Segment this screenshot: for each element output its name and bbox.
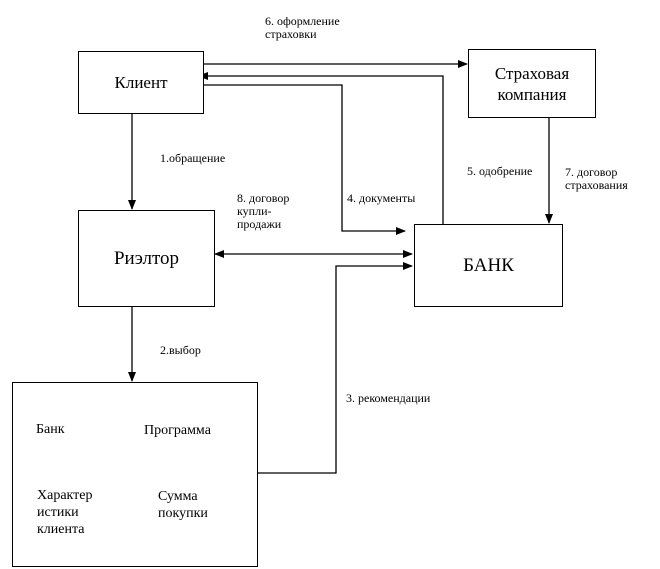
edge-label-5: 5. одобрение: [467, 164, 533, 178]
edge-label-4: 4. документы: [347, 191, 416, 205]
edge-selection-bank: [257, 262, 413, 474]
selection-characteristics-label: Характер истики клиента: [37, 488, 93, 537]
selection-bank-label: Банк: [36, 422, 65, 437]
edge-client-bank-documents: [203, 84, 406, 235]
bank-label: БАНК: [463, 255, 514, 276]
edge-label-7: 7. договор страхования: [565, 165, 628, 192]
edge-bank-client: [198, 72, 444, 224]
edge-label-2: 2.выбор: [160, 343, 201, 357]
edge-label-6: 6. оформление страховки: [265, 14, 340, 41]
selection-amount-label: Сумма покупки: [158, 489, 208, 521]
bank-box: БАНК: [414, 224, 563, 307]
insurer-box: Страховая компания: [468, 49, 596, 118]
edge-label-8: 8. договор купли- продажи: [237, 191, 290, 231]
edge-label-3: 3. рекомендации: [346, 391, 431, 405]
client-box: Клиент: [78, 51, 204, 114]
selection-program-label: Программа: [144, 423, 211, 438]
insurer-label: Страховая компания: [494, 63, 570, 104]
client-label: Клиент: [114, 73, 168, 92]
realtor-label: Риэлтор: [113, 248, 180, 269]
edge-label-1: 1.обращение: [160, 151, 226, 165]
selection-box: [12, 382, 258, 567]
realtor-box: Риэлтор: [78, 210, 215, 307]
